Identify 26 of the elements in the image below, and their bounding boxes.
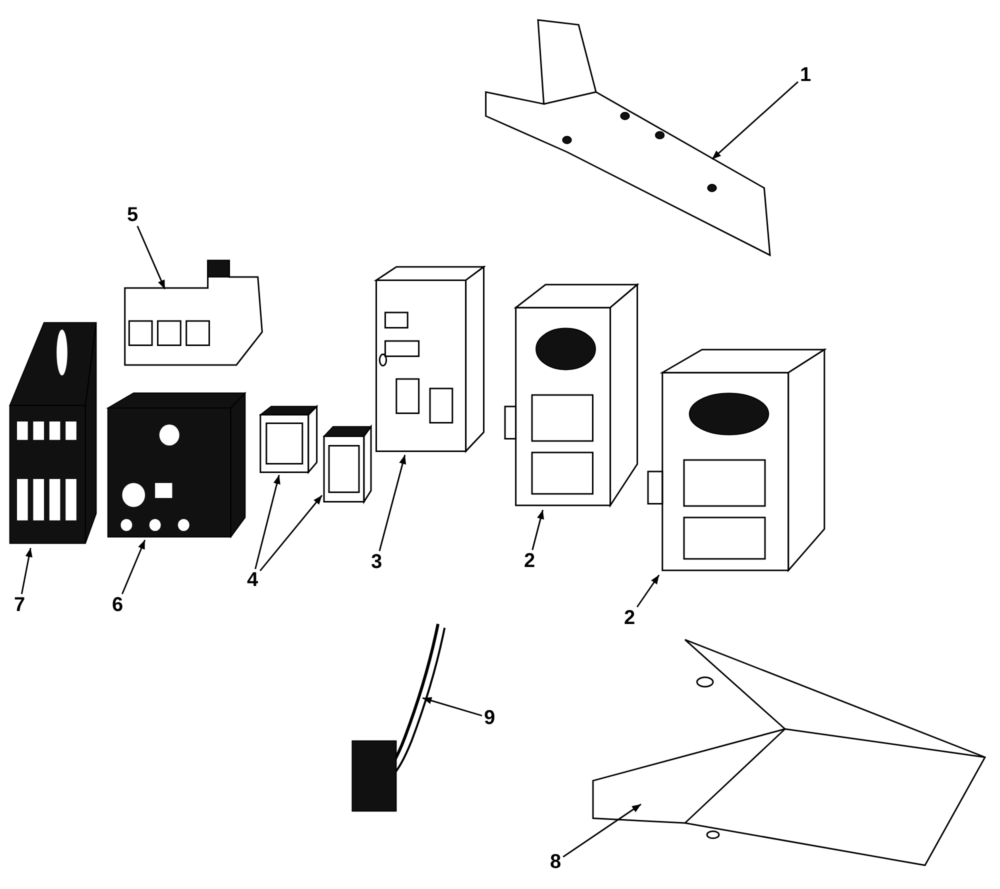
leader-line xyxy=(20,548,32,594)
leader-line xyxy=(122,540,146,594)
callout-number: 1 xyxy=(798,64,814,86)
leader-line xyxy=(532,510,544,550)
callout-number: 2 xyxy=(522,550,538,572)
contactor-drawing xyxy=(505,280,640,510)
callout-number: 8 xyxy=(548,851,564,873)
callout-number: 5 xyxy=(125,204,140,226)
leader-line xyxy=(636,574,660,608)
callout-number: 4 xyxy=(245,569,260,591)
leader-line xyxy=(712,81,798,160)
leader-line xyxy=(422,697,482,716)
callout-number: 6 xyxy=(110,594,126,616)
leader-line xyxy=(254,474,280,570)
relay-drawing xyxy=(258,405,318,475)
leader-line xyxy=(562,804,642,858)
relay-drawing xyxy=(322,425,372,505)
callout-number: 7 xyxy=(12,594,28,616)
leader-line xyxy=(136,226,166,290)
callout-number: 9 xyxy=(482,707,498,729)
callout-number: 3 xyxy=(369,551,384,573)
overload-relay-drawing xyxy=(105,390,248,540)
control-module-drawing xyxy=(374,265,486,455)
callout-number: 2 xyxy=(622,607,638,629)
leader-line xyxy=(260,494,323,572)
leader-line xyxy=(378,454,406,552)
